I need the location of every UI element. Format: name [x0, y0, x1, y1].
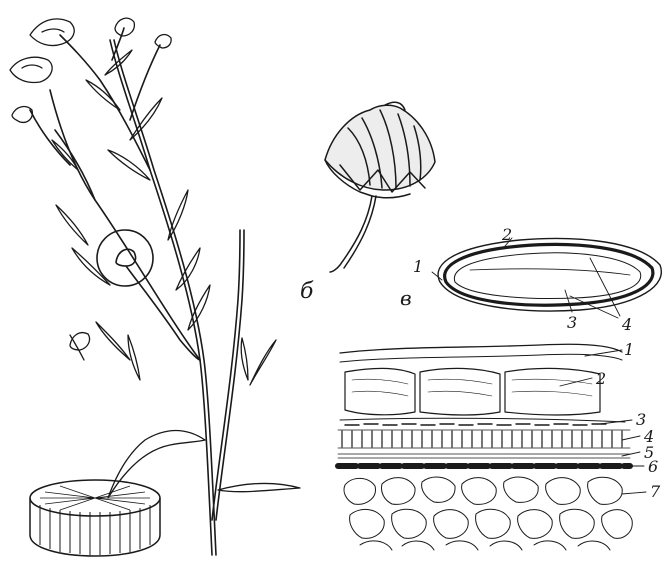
flax-bud [325, 102, 435, 272]
flax-leaves [52, 50, 300, 498]
seed-sieve [30, 480, 160, 556]
seed-label-1: 1 [413, 257, 423, 276]
seed-cross-section [432, 238, 661, 318]
bud-panel-label: б [300, 279, 314, 304]
coat-layer-label-7: 7 [650, 482, 661, 501]
coat-layer-label-1: 1 [624, 340, 634, 359]
seed-label-3: 3 [567, 313, 577, 332]
seed-section-panel-label: в [400, 286, 412, 310]
coat-layer-label-2: 2 [595, 369, 606, 388]
seed-label-4: 4 [621, 315, 632, 334]
highlighted-bud-circle [97, 230, 200, 360]
seed-label-2: 2 [501, 225, 512, 244]
coat-layer-label-6: 6 [648, 457, 658, 476]
flax-plant [30, 28, 244, 555]
